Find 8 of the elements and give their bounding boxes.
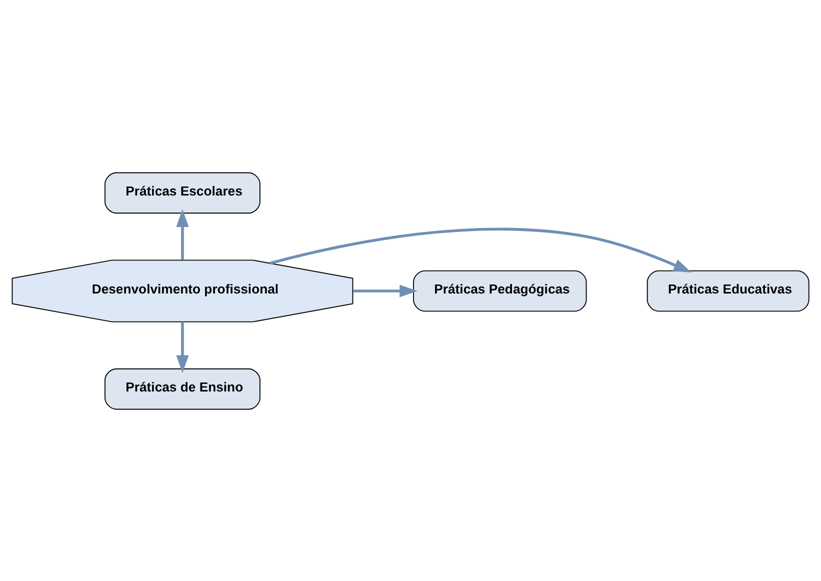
node-box: Práticas Pedagógicas xyxy=(413,270,587,312)
arrow xyxy=(270,227,692,272)
node-box: Práticas Escolares xyxy=(104,172,260,214)
node-box: Práticas de Ensino xyxy=(104,368,260,410)
arrow xyxy=(352,284,418,297)
arrow xyxy=(176,321,189,373)
arrow xyxy=(176,208,189,260)
node-box: Práticas Educativas xyxy=(646,270,810,312)
